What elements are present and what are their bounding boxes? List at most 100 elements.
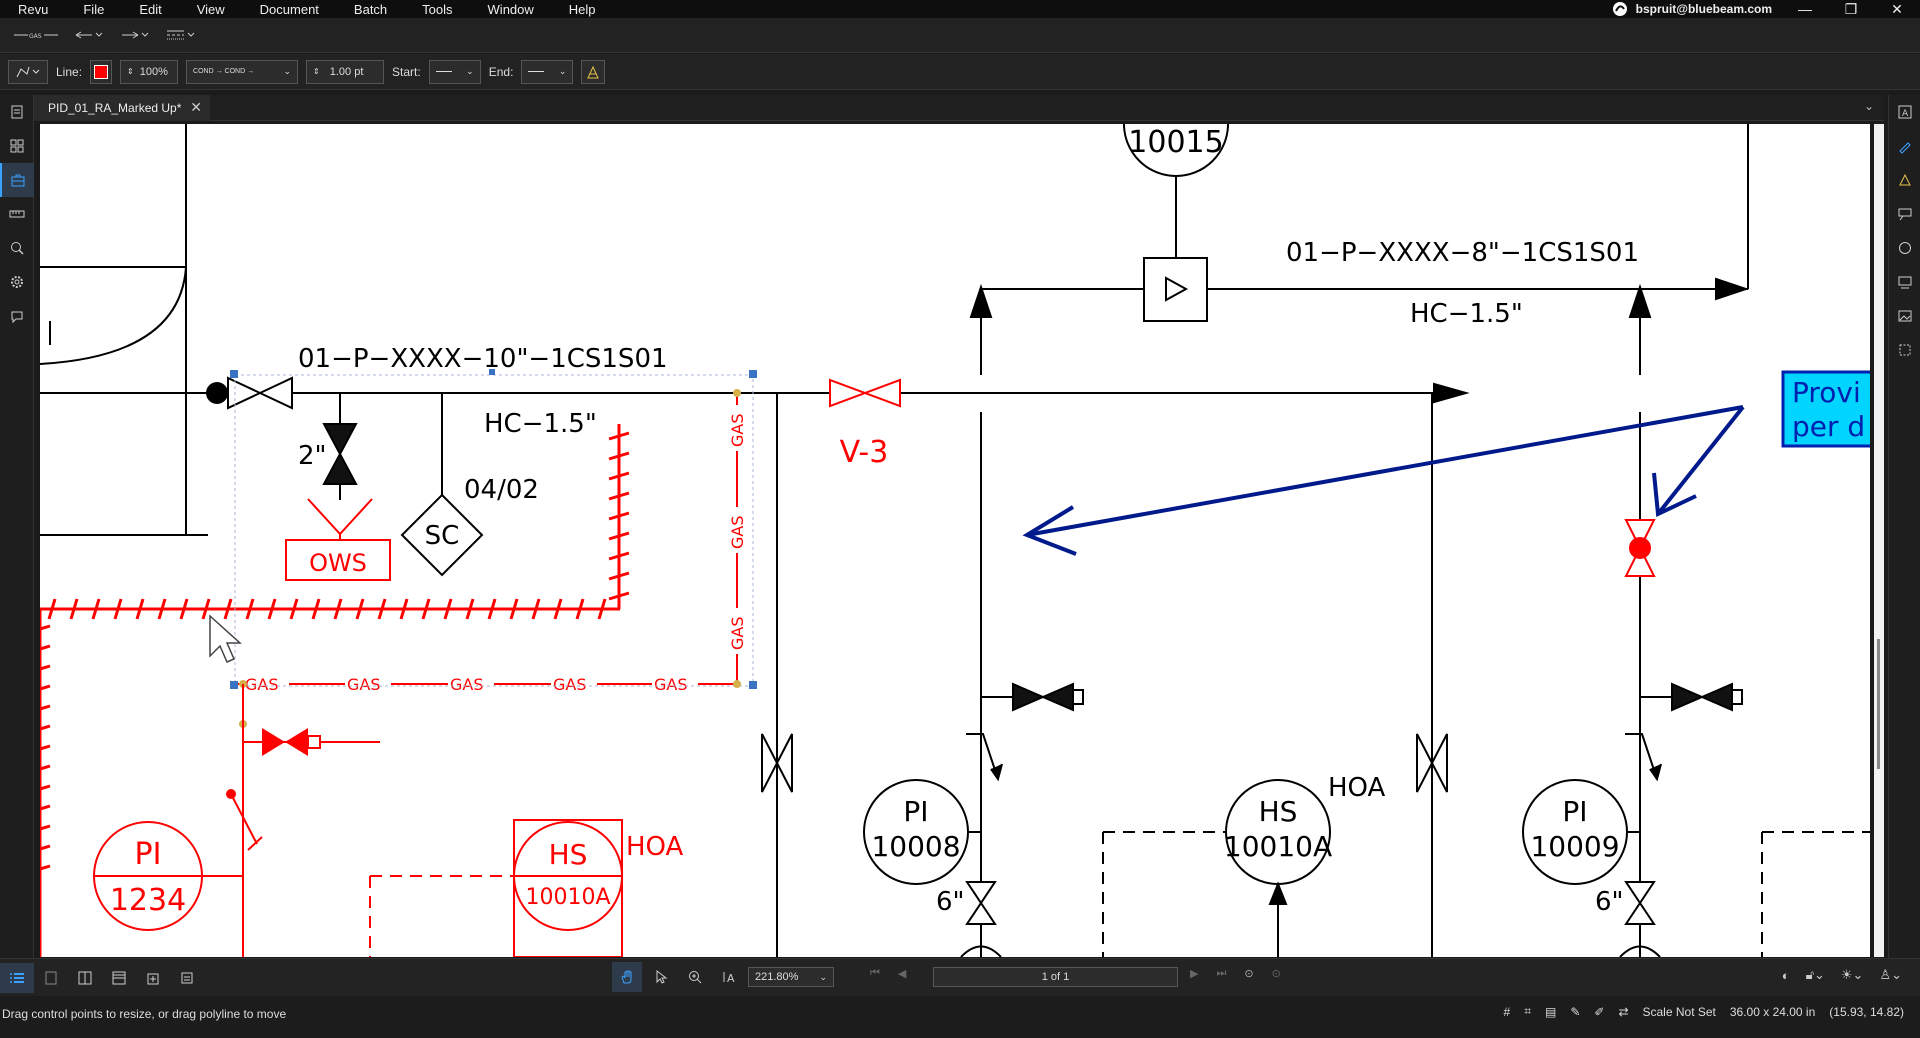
end-cap-symbol [206, 382, 228, 404]
opacity-spinner[interactable]: ⇕ 100% [120, 59, 179, 84]
callout-tool-button[interactable] [1889, 197, 1920, 231]
search-button[interactable] [0, 231, 34, 265]
stamp-tool-button[interactable] [1889, 265, 1920, 299]
select-text-button[interactable]: A [714, 962, 744, 992]
snap-to-markup-icon[interactable]: ✎ [1570, 1004, 1581, 1019]
line-pattern-select[interactable]: COND → COND → ⌄ [186, 59, 299, 84]
minimize-button[interactable]: — [1798, 1, 1812, 17]
document-tab[interactable]: PID_01_RA_Marked Up* ✕ [34, 95, 210, 121]
select-tool-button[interactable] [646, 962, 676, 992]
line-color-picker[interactable] [90, 59, 113, 84]
user-icon[interactable]: ♙⌄ [1879, 967, 1902, 982]
restore-button[interactable]: ❐ [1844, 0, 1858, 17]
menu-revu[interactable]: Revu [18, 1, 49, 17]
hatch-tick [40, 824, 51, 831]
menu-batch[interactable]: Batch [353, 1, 388, 17]
single-page-button[interactable] [34, 963, 68, 993]
text-tool-button[interactable]: A [1889, 95, 1920, 129]
tool-chest-button[interactable] [0, 163, 34, 197]
compare-button[interactable] [170, 963, 204, 993]
snap-to-content-icon[interactable]: ▤ [1544, 1004, 1557, 1019]
drawing-canvas[interactable]: 01−P−XXXX−10"−1CS1S01 HC−1.5" 2" OWS SC … [40, 124, 1870, 957]
next-view-icon[interactable]: ⊙ [1271, 968, 1281, 980]
start-style-select[interactable]: ⌄ [428, 59, 481, 84]
callout-box[interactable]: Provi per d [1781, 370, 1870, 448]
format-painter-button[interactable] [581, 59, 606, 84]
line-style-dropdown[interactable]: GAS [14, 30, 58, 40]
end-arrow-dropdown[interactable] [120, 30, 150, 40]
user-email: bspruit@bluebeam.com [1635, 2, 1772, 16]
split-horizontal-button[interactable] [102, 963, 136, 993]
thumbnails-button[interactable] [0, 129, 34, 163]
gas-label: GAS [347, 675, 381, 694]
size-label-6in: 6" [936, 887, 965, 917]
menu-help[interactable]: Help [568, 1, 596, 17]
scrollbar-thumb[interactable] [1877, 639, 1880, 769]
callout-text-line2: per d [1792, 410, 1865, 443]
pen-tool-button[interactable] [1889, 129, 1920, 163]
user-account[interactable]: bspruit@bluebeam.com [1612, 0, 1772, 18]
spinner-arrows-icon: ⇕ [313, 67, 320, 76]
zoom-tool-button[interactable] [680, 962, 710, 992]
menu-window[interactable]: Window [487, 1, 534, 17]
previous-view-icon[interactable]: ⊙ [1244, 968, 1254, 980]
reuse-icon[interactable]: ✐ [1594, 1004, 1605, 1019]
compare-icon [181, 972, 193, 983]
next-page-icon[interactable]: ▶ [1190, 968, 1199, 980]
hatch-tick [311, 598, 321, 620]
menu-view[interactable]: View [196, 1, 225, 17]
snapshot-tool-button[interactable] [1889, 333, 1920, 367]
menu-tools[interactable]: Tools [422, 1, 453, 17]
file-access-button[interactable] [0, 95, 34, 129]
grid-icon[interactable]: # [1503, 1004, 1511, 1019]
split-vertical-button[interactable] [68, 963, 102, 993]
hatch-tick [509, 598, 519, 620]
snap-to-grid-icon[interactable]: ⌗ [1524, 1004, 1531, 1018]
start-arrow-dropdown[interactable] [74, 30, 104, 40]
close-tab-icon[interactable]: ✕ [190, 99, 202, 115]
pi-10008-label: PI [903, 795, 928, 828]
studio-button[interactable] [0, 299, 34, 333]
vertical-scrollbar[interactable] [1874, 124, 1884, 957]
lock-icon[interactable]: 🔓︎⌄ [1805, 967, 1825, 982]
contrast-icon[interactable]: ◐ [1781, 967, 1790, 983]
hatch-tick [333, 598, 343, 620]
shape-tool-button[interactable] [1889, 231, 1920, 265]
sync-button[interactable] [136, 963, 170, 993]
hs-10010a-label: HS [1259, 795, 1298, 828]
previous-page-icon[interactable]: ◀ [897, 968, 907, 980]
measurements-button[interactable] [0, 197, 34, 231]
menu-document[interactable]: Document [259, 1, 319, 17]
polyline-tool-dropdown[interactable] [8, 59, 48, 84]
right-panel: A [1888, 95, 1920, 958]
first-page-icon[interactable]: ⏮ [870, 967, 880, 979]
start-label: Start: [392, 64, 421, 79]
pi-10009-number: 10009 [1530, 830, 1619, 863]
end-style-select[interactable]: ⌄ [521, 59, 574, 84]
hatch-tick [179, 598, 189, 620]
line-pattern-dropdown[interactable] [166, 29, 196, 41]
last-page-icon[interactable]: ⏭ [1216, 967, 1227, 979]
highlight-tool-button[interactable] [1889, 163, 1920, 197]
navigation-bar: A 221.80% ⌄ ⏮ ◀ 1 of 1 ▶ ⏭ ⊙ ⊙ ◐ 🔓︎⌄ ☀︎⌄… [0, 958, 1920, 996]
brightness-icon[interactable]: ☀︎⌄ [1840, 967, 1864, 982]
hatch-tick [355, 598, 365, 620]
settings-button[interactable] [0, 265, 34, 299]
red-hs-label: HS [549, 838, 588, 871]
menu-edit[interactable]: Edit [139, 1, 162, 17]
close-window-button[interactable]: ✕ [1891, 0, 1903, 17]
hatch-tick [608, 471, 630, 481]
red-hatch-ticks [40, 431, 630, 871]
image-tool-button[interactable] [1889, 299, 1920, 333]
markups-list-button[interactable] [0, 962, 34, 993]
scale-status[interactable]: Scale Not Set [1642, 1004, 1716, 1019]
line-width-spinner[interactable]: ⇕ 1.00 pt [306, 59, 385, 84]
arrow-left-icon [75, 31, 103, 39]
page-indicator[interactable]: 1 of 1 [933, 967, 1178, 987]
hatch-tick [40, 864, 51, 871]
menu-file[interactable]: File [83, 1, 105, 17]
sync-view-icon[interactable]: ⇄ [1618, 1004, 1629, 1019]
zoom-level-select[interactable]: 221.80% ⌄ [748, 967, 834, 987]
pan-tool-button[interactable] [612, 962, 642, 992]
tab-overflow-chevron-icon[interactable]: ⌄ [1863, 99, 1874, 113]
